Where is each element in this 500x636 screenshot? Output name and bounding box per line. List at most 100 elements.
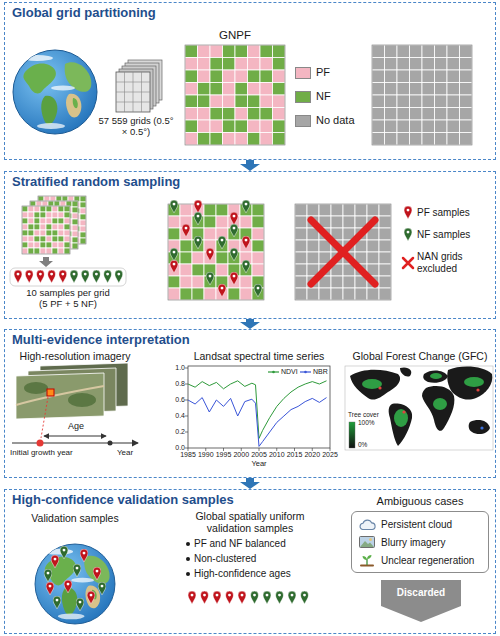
- grid-cell: [248, 45, 261, 58]
- grid-cell: [460, 108, 473, 121]
- grid-cell: [40, 236, 46, 242]
- grid-cell: [52, 236, 58, 242]
- grid-cell: [235, 133, 248, 146]
- grid-cell: [372, 133, 385, 146]
- grid-cell: [379, 264, 391, 276]
- landsat-chart: [185, 368, 188, 448]
- stage-title: Stratified random sampling: [12, 174, 180, 190]
- grid-cell: [28, 212, 34, 218]
- grid-cell: [235, 120, 248, 133]
- stage-title: Multi-evidence interpretation: [12, 332, 190, 348]
- discard-text: Discarded: [381, 580, 461, 599]
- grid-cell: [273, 120, 286, 133]
- grid-cell: [58, 218, 64, 224]
- grid-cell: [210, 58, 223, 71]
- grid-cell: [28, 206, 34, 212]
- sample-pin: [53, 596, 61, 609]
- sample-pin: [242, 236, 250, 249]
- grid-cell: [28, 224, 34, 230]
- grid-cell: [379, 216, 391, 228]
- axis-tick: 0.6: [165, 396, 185, 404]
- grid-cell: [223, 95, 236, 108]
- grid-cell: [343, 276, 355, 288]
- grid-cell: [235, 108, 248, 121]
- grid-cell: [410, 108, 423, 121]
- grid-cell: [295, 288, 307, 300]
- case-icon: [360, 541, 374, 547]
- sample-pin: [230, 224, 238, 237]
- sample-pin: [213, 591, 221, 604]
- grid-cell: [379, 240, 391, 252]
- grid-cell: [372, 95, 385, 108]
- grid-cell: [385, 83, 398, 96]
- evidence-title: Global Forest Change (GFC): [345, 350, 495, 362]
- sample-pin: [230, 272, 238, 285]
- grid-cell: [422, 45, 435, 58]
- grid-cell: [252, 204, 264, 216]
- sample-pin: [242, 260, 250, 273]
- grid-cell: [58, 212, 64, 218]
- landsat-chart: [304, 371, 307, 374]
- sample-pin: [218, 284, 226, 297]
- grid-cell: [198, 45, 211, 58]
- sample-pin: [104, 270, 112, 283]
- legend-pin: [404, 228, 412, 241]
- grid-cell: [192, 288, 204, 300]
- grid-cell: [22, 236, 28, 242]
- bullet: [186, 572, 190, 576]
- grid-cell: [223, 58, 236, 71]
- gfc-map: [389, 404, 413, 446]
- grid-cell: [260, 83, 273, 96]
- sample-pin: [263, 591, 271, 604]
- grid-frame: [372, 45, 472, 145]
- sample-pin: [64, 580, 72, 593]
- case-icon: [369, 538, 372, 541]
- landsat-chart: [272, 371, 275, 374]
- landsat-chart: [188, 366, 330, 448]
- sample-pin: [73, 564, 81, 577]
- grid-cell: [410, 133, 423, 146]
- grid-cell: [223, 120, 236, 133]
- grid-cell: [307, 240, 319, 252]
- sample-pin: [115, 270, 123, 283]
- bullet-item: High-confidence ages: [194, 568, 334, 580]
- grid-cell: [64, 218, 70, 224]
- case-icon: [360, 520, 375, 529]
- grid-cell: [40, 218, 46, 224]
- grid-cell: [216, 252, 228, 264]
- grid-cell: [52, 218, 58, 224]
- timeline: [12, 436, 138, 447]
- legend-cross: [403, 258, 413, 268]
- grid-cell: [460, 133, 473, 146]
- grid-cell: [22, 206, 28, 212]
- case-row: Persistent cloud: [358, 515, 482, 533]
- grid-cell: [34, 206, 40, 212]
- grid-cell: [46, 224, 52, 230]
- grid-cell: [410, 70, 423, 83]
- grid-cell: [46, 248, 52, 254]
- excluded-grid: [295, 204, 391, 300]
- grid-cell: [385, 95, 398, 108]
- grid-cell: [52, 230, 58, 236]
- evidence-title: Landsat spectral time series: [184, 350, 334, 362]
- grid-cell: [22, 230, 28, 236]
- grid-cell: [447, 83, 460, 96]
- grid-cell: [204, 216, 216, 228]
- grid-cell: [198, 108, 211, 121]
- legend-pin: [404, 206, 412, 219]
- case-icon: [358, 517, 376, 531]
- grid-cell: [240, 288, 252, 300]
- sample-pin: [60, 546, 68, 559]
- grid-cell: [331, 204, 343, 216]
- legend-text: No data: [316, 114, 355, 127]
- grid-cell: [64, 236, 70, 242]
- grid-cell: [307, 204, 319, 216]
- sample-pin: [254, 284, 262, 297]
- grid-cell: [273, 83, 286, 96]
- discard-arrow: Discarded: [381, 580, 461, 622]
- grid-cell: [235, 45, 248, 58]
- grid-cell: [192, 264, 204, 276]
- grid-stack: [116, 72, 150, 112]
- timeline: [12, 442, 138, 443]
- nodata-grid: [372, 45, 472, 145]
